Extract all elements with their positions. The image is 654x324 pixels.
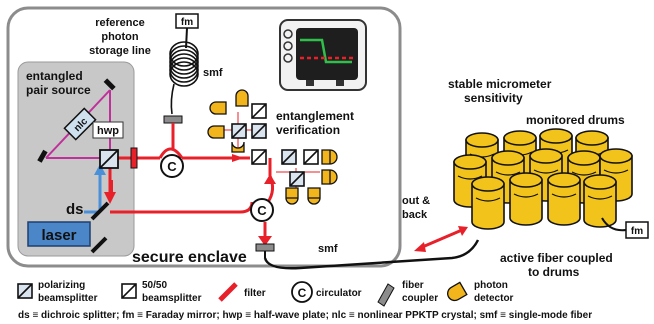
circulator-1-label: C xyxy=(167,159,177,174)
out-back-label-2: back xyxy=(402,209,428,221)
legend-bs-1: 50/50 xyxy=(142,280,167,291)
pbs-icon xyxy=(231,123,247,139)
fiber-spool-icon xyxy=(169,41,199,115)
reference-label-3: storage line xyxy=(89,45,151,57)
bs-icon xyxy=(251,149,267,165)
photon-detector-icon xyxy=(207,125,225,139)
drum-icon xyxy=(583,174,617,228)
circulator-icon: C xyxy=(160,154,184,178)
fiber-to-drums xyxy=(263,239,480,270)
legend-pbs-2: beamsplitter xyxy=(38,293,98,304)
fiber-coupler-icon xyxy=(255,243,275,252)
out-back-arrowhead xyxy=(414,242,426,252)
legend-pbs-1: polarizing xyxy=(38,280,85,291)
laser-label: laser xyxy=(41,227,76,244)
photon-detector-icon xyxy=(285,187,299,205)
drum-icon xyxy=(471,176,505,230)
fiber-line xyxy=(185,27,188,49)
pbs-icon xyxy=(17,283,33,299)
bs-icon xyxy=(251,103,267,119)
out-back-label-1: out & xyxy=(402,195,430,207)
active-label-2: to drums xyxy=(528,265,580,279)
red-arrow xyxy=(264,174,276,184)
drum-icon xyxy=(509,172,543,226)
reference-label-2: photon xyxy=(101,31,139,43)
dichroic-splitter-icon xyxy=(90,201,110,221)
legend-bs-2: beamsplitter xyxy=(142,293,202,304)
hwp-label: hwp xyxy=(97,125,119,137)
fm-top-label: fm xyxy=(181,17,193,28)
smf-top-label: smf xyxy=(203,67,223,79)
entangled-label-2: pair source xyxy=(26,83,91,97)
legend-coupler-2: coupler xyxy=(402,293,438,304)
pbs-icon xyxy=(289,171,305,187)
smf-bottom-label: smf xyxy=(318,243,338,255)
legend-detector-2: detector xyxy=(474,293,514,304)
legend-filter: filter xyxy=(244,288,266,299)
photon-detector-icon xyxy=(209,101,227,115)
bs-icon xyxy=(121,283,137,299)
filter-icon xyxy=(130,147,138,169)
photon-detector-icon xyxy=(231,141,245,153)
nlc-crystal: nlc xyxy=(63,107,97,141)
out-back-arrow xyxy=(419,228,463,250)
entanglement-label-2: verification xyxy=(276,123,340,137)
photon-detector-icon xyxy=(321,169,338,185)
red-arrow xyxy=(232,154,244,162)
blue-arrow xyxy=(94,164,106,175)
photon-detector-icon xyxy=(447,281,468,302)
fiber-coupler-icon xyxy=(377,283,395,307)
photon-detector-icon xyxy=(321,149,338,165)
fm-right-label: fm xyxy=(631,226,643,237)
hwp-box xyxy=(92,121,124,139)
pbs-icon xyxy=(281,149,297,165)
red-arrow xyxy=(258,236,272,246)
photon-detector-icon xyxy=(307,187,321,205)
fiber-line xyxy=(601,217,627,232)
footnote: ds ≡ dichroic splitter; fm ≡ Faraday mir… xyxy=(18,310,592,321)
active-label-1: active fiber coupled xyxy=(500,251,613,265)
legend-circulator-symbol: C xyxy=(298,286,307,300)
laser-box xyxy=(27,221,91,247)
oscilloscope-icon xyxy=(279,19,367,91)
photon-detector-icon xyxy=(235,89,249,107)
secure-enclave-label: secure enclave xyxy=(132,249,247,266)
filter-icon xyxy=(218,282,238,302)
legend-coupler-1: fiber xyxy=(402,280,424,291)
legend-detector-1: photon xyxy=(474,280,508,291)
bs-icon xyxy=(303,149,319,165)
stable-label-2: sensitivity xyxy=(464,91,523,105)
entanglement-label-1: entanglement xyxy=(276,109,354,123)
mirror-icon xyxy=(90,236,108,254)
circulator-icon: C xyxy=(291,281,313,303)
reference-label-1: reference xyxy=(95,17,145,29)
legend-circulator: circulator xyxy=(316,288,362,299)
ds-label: ds xyxy=(66,201,84,218)
mirror-icon xyxy=(37,149,48,163)
pbs-icon xyxy=(99,149,119,169)
drum-icon xyxy=(547,172,581,226)
fiber-coupler-icon xyxy=(163,115,183,124)
pbs-icon xyxy=(251,123,267,139)
stable-label-1: stable micrometer xyxy=(448,77,552,91)
monitored-label: monitored drums xyxy=(526,113,625,127)
circulator-icon: C xyxy=(250,198,274,222)
circulator-2-label: C xyxy=(257,203,267,218)
legend: polarizing beamsplitter 50/50 beamsplitt… xyxy=(17,280,514,307)
entangled-label-1: entangled xyxy=(26,69,83,83)
out-back-arrowhead xyxy=(458,226,468,236)
mirror-icon xyxy=(103,78,116,91)
drum-cluster xyxy=(453,128,633,230)
